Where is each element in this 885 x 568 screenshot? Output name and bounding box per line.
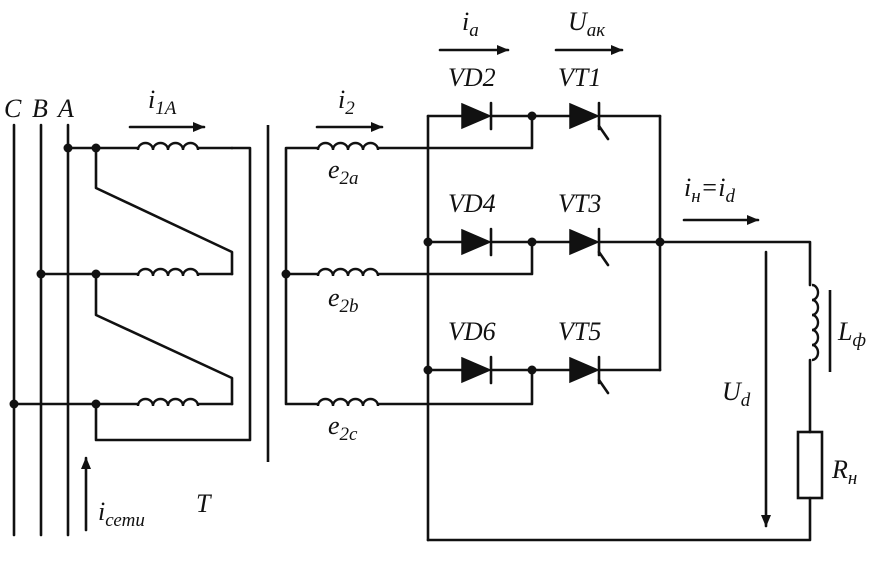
diode-vd6 [461,355,493,385]
load-resistor [796,430,824,500]
output-voltage-label: Ud [722,377,751,411]
supply-lines [9,123,73,537]
labels: C B A i1A i2 iа Uак e2a e2b e2c VD2 VD4 … [4,7,866,531]
secondary-coil-a [316,141,380,151]
emf-label-c: e2c [328,411,358,445]
junction-dot [91,143,101,153]
thyristor-vt5 [569,355,610,395]
primary-windings [12,141,252,442]
arrows [81,45,771,532]
secondary-coil-b [316,267,380,277]
anode-current-label: iа [462,7,479,41]
thyristor-voltage-label: Uак [568,7,606,41]
thyristor-label-vt1: VT1 [558,63,601,92]
junction-dot [527,111,537,121]
diode-vd4 [461,227,493,257]
junction-dot [423,365,433,375]
diode-label-vd2: VD2 [448,63,496,92]
load-resistor-label: Rн [831,455,857,489]
secondary-windings [281,114,534,407]
phase-label-b: B [32,94,48,123]
grid-current-label: iсети [98,497,145,531]
primary-coil-a [136,141,200,151]
filter-inductor-coil [811,283,820,362]
junction-dot [423,237,433,247]
phase-label-c: C [4,94,22,123]
diode-label-vd6: VD6 [448,317,496,346]
secondary-current-label: i2 [338,85,355,119]
thyristor-vt1 [569,101,610,141]
diode-label-vd4: VD4 [448,189,496,218]
primary-coil-c [136,397,200,407]
thyristor-label-vt3: VT3 [558,189,601,218]
phase-label-a: A [56,94,74,123]
emf-label-b: e2b [328,283,359,317]
junction-dot [527,237,537,247]
primary-coil-b [136,267,200,277]
load-current-label: iн=id [684,173,735,207]
transformer-label: T [196,489,212,518]
thyristor-vt3 [569,227,610,267]
emf-label-a: e2a [328,155,359,189]
junction-dot [91,269,101,279]
junction-dot [527,365,537,375]
filter-inductor-label: Lф [837,317,866,351]
diode-vd2 [461,101,493,131]
junction-dot [281,269,291,279]
thyristor-label-vt5: VT5 [558,317,601,346]
secondary-coil-c [316,397,380,407]
load-circuit [426,240,832,542]
primary-current-label: i1A [148,85,177,119]
junction-dot [91,399,101,409]
